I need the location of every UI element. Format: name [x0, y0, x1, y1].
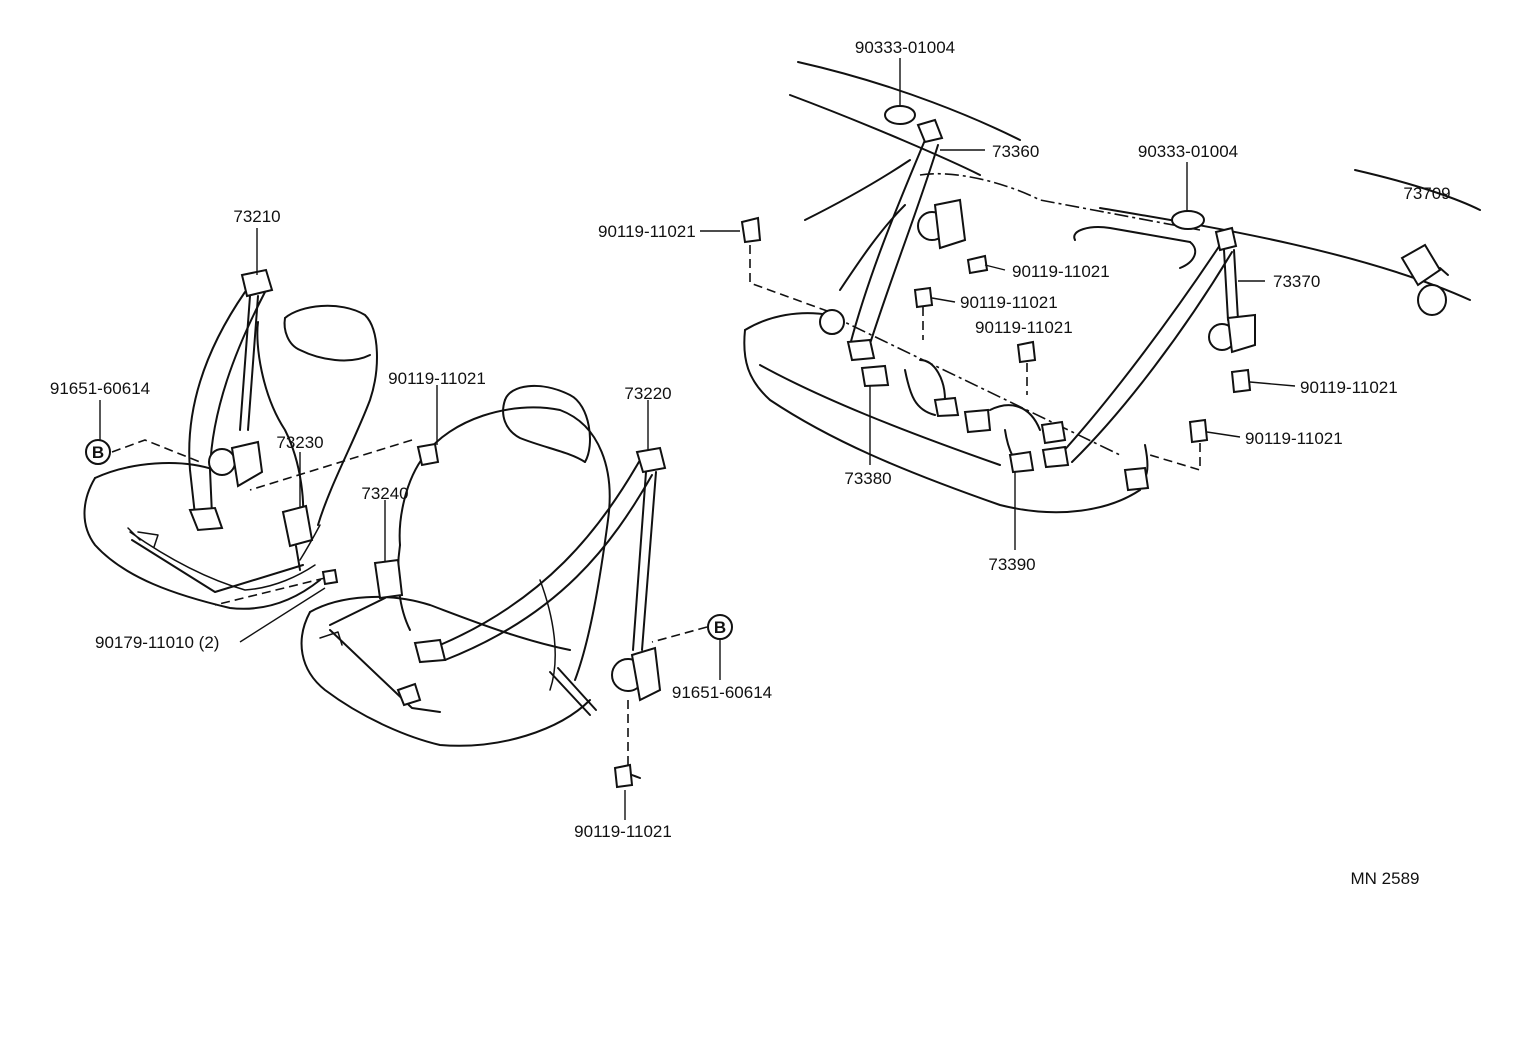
part-labels: 73210 91651-60614 73230 90119-11021 7324…: [50, 38, 1451, 888]
right-front-seat: [300, 384, 667, 789]
label-90333-mid: 90333-01004: [1138, 142, 1238, 161]
diagram-code: MN 2589: [1351, 869, 1420, 888]
label-90333-top: 90333-01004: [855, 38, 955, 57]
label-90179: 90179-11010 (2): [95, 633, 219, 652]
label-73380: 73380: [844, 469, 891, 488]
label-90119-bottom: 90119-11021: [574, 822, 672, 841]
leader-lines: [99, 58, 1296, 820]
label-73709: 73709: [1403, 184, 1450, 203]
callout-b-left: B: [85, 439, 111, 465]
rear-seat: [740, 61, 1481, 514]
label-91651-right: 91651-60614: [672, 683, 772, 702]
label-90119-r5: 90119-11021: [1300, 378, 1398, 397]
part-73709: [1400, 243, 1449, 316]
label-90119-left: 90119-11021: [388, 369, 486, 388]
label-73230: 73230: [276, 433, 323, 452]
label-90119-r3: 90119-11021: [960, 293, 1058, 312]
label-91651-left: 91651-60614: [50, 379, 150, 398]
label-73220: 73220: [624, 384, 671, 403]
label-90119-r6: 90119-11021: [1245, 429, 1343, 448]
label-73390: 73390: [988, 555, 1035, 574]
label-73360: 73360: [992, 142, 1039, 161]
label-73370: 73370: [1273, 272, 1320, 291]
label-90119-r2: 90119-11021: [1012, 262, 1110, 281]
label-73240: 73240: [361, 484, 408, 503]
callout-b-left-letter: B: [92, 443, 104, 462]
callout-b-right-letter: B: [714, 618, 726, 637]
label-90119-r4: 90119-11021: [975, 318, 1073, 337]
label-73210: 73210: [233, 207, 280, 226]
left-front-seat: [83, 268, 378, 610]
left-connectors: [111, 439, 708, 765]
label-90119-r1: 90119-11021: [598, 222, 696, 241]
callout-b-right: B: [707, 614, 733, 640]
